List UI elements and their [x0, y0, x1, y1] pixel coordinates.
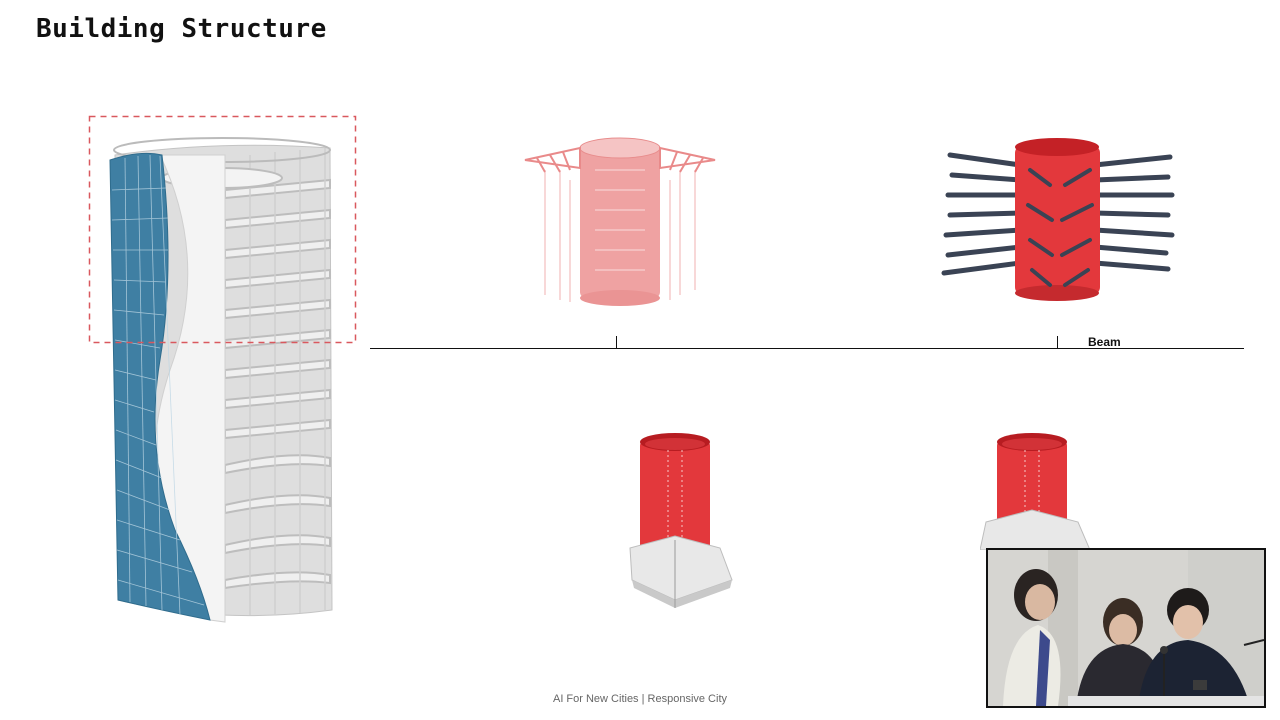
- timeline-axis: [370, 348, 1244, 349]
- selection-box: [88, 115, 357, 344]
- faded-core-truss-illustration: [524, 137, 716, 306]
- slide-footer: AI For New Cities | Responsive City: [552, 693, 728, 705]
- tower-illustration: [109, 137, 333, 623]
- core-beam-illustration: [941, 138, 1175, 301]
- timeline-label-beam: Beam: [1088, 335, 1121, 349]
- timeline-tick: [616, 336, 617, 348]
- core-slab-illustration: [629, 433, 733, 608]
- video-call-overlay[interactable]: [986, 548, 1266, 708]
- core-slab-illustration-2: [980, 433, 1091, 550]
- participants-video: [988, 550, 1264, 706]
- timeline-tick: [1057, 336, 1058, 348]
- slide-title: Building Structure: [36, 14, 327, 44]
